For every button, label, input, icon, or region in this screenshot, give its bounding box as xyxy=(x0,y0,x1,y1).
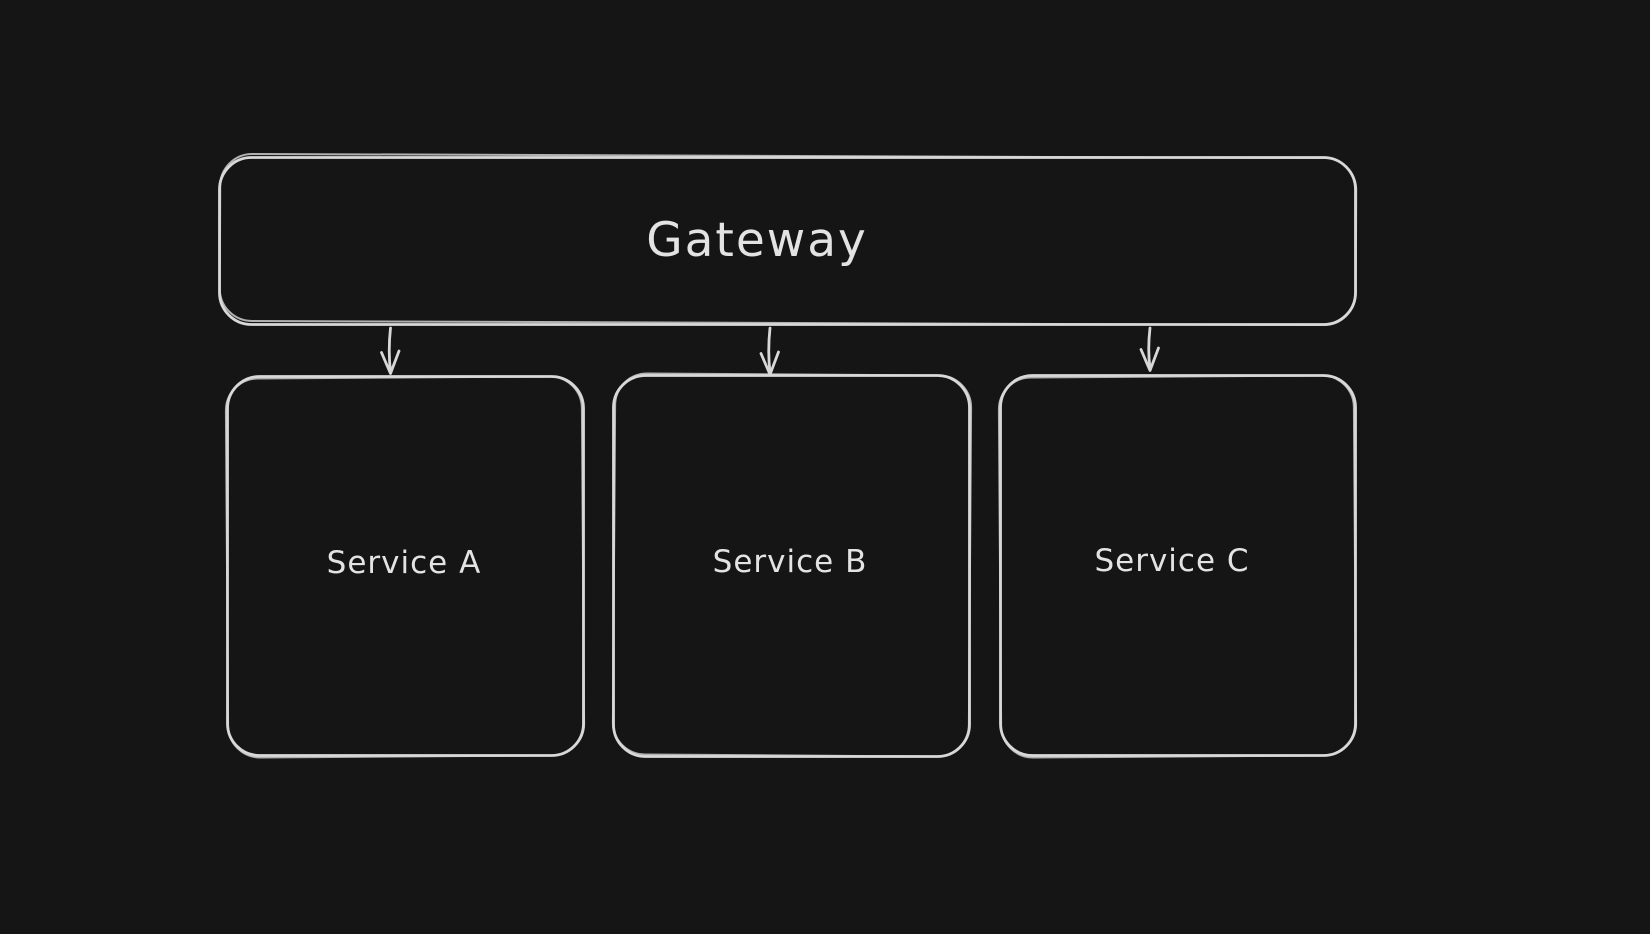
arrow-shaft xyxy=(1147,326,1152,371)
arrow-head xyxy=(380,349,401,375)
node-gateway[interactable]: Gateway xyxy=(218,152,1358,327)
arrow-shaft xyxy=(767,326,772,375)
arrow-gateway-to-service-c[interactable] xyxy=(1139,326,1160,372)
service-b-label: Service B xyxy=(713,544,868,580)
arrow-gateway-to-service-b[interactable] xyxy=(759,326,780,376)
arrow-head xyxy=(1139,346,1160,372)
node-service-b[interactable]: Service B xyxy=(611,372,973,758)
gateway-box xyxy=(218,156,1357,326)
gateway-label: Gateway xyxy=(646,213,868,268)
node-service-a[interactable]: Service A xyxy=(224,375,586,759)
service-b-box xyxy=(612,374,971,758)
arrow-shaft xyxy=(387,326,392,374)
service-a-label: Service A xyxy=(327,545,482,581)
service-c-label: Service C xyxy=(1094,543,1249,579)
service-a-box xyxy=(226,375,585,757)
arrow-gateway-to-service-a[interactable] xyxy=(380,326,401,375)
service-c-box xyxy=(999,374,1357,757)
node-service-c[interactable]: Service C xyxy=(997,374,1358,759)
diagram-layer: Gateway Service A xyxy=(218,152,1358,759)
